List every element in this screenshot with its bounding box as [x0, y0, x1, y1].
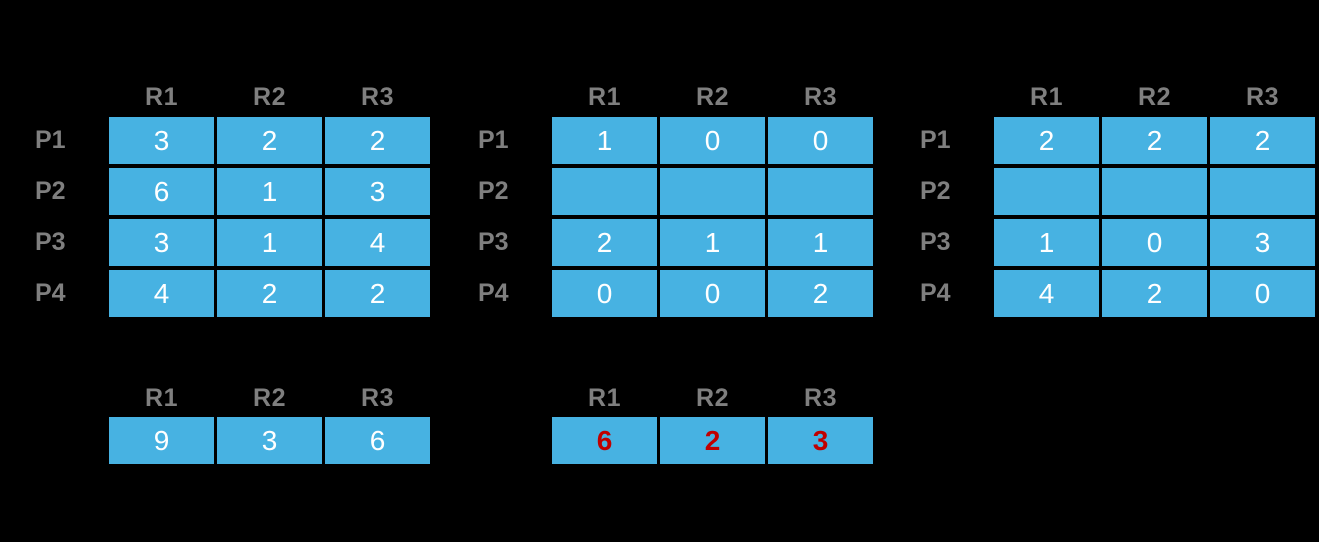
matrix-cell: 1	[217, 219, 322, 266]
column-header-r2: R2	[696, 83, 729, 111]
matrix-cell: 4	[325, 219, 430, 266]
matrix-cell: 2	[994, 117, 1099, 164]
column-header-r2: R2	[1138, 83, 1171, 111]
matrix-cell-highlighted: 6	[552, 417, 657, 464]
column-header-r3: R3	[804, 83, 837, 111]
matrix-top-middle: R1 R2 R3 P1 1 0 0 P2 P3 2 1 1 P4 0 0 2	[473, 82, 873, 317]
matrix-bottom-left: R1 R2 R3 9 3 6	[30, 383, 430, 464]
matrix-cell: 4	[109, 270, 214, 317]
matrix-cell: 3	[325, 168, 430, 215]
column-header-r2: R2	[253, 83, 286, 111]
matrix-top-left: R1 R2 R3 P1 3 2 2 P2 6 1 3 P3 3 1 4 P4 4…	[30, 82, 430, 317]
matrix-cell: 1	[768, 219, 873, 266]
matrix-cell-highlighted: 3	[768, 417, 873, 464]
row-label-p1: P1	[35, 126, 66, 154]
matrix-cell: 2	[325, 270, 430, 317]
matrix-cell: 2	[217, 117, 322, 164]
row-label-p2: P2	[478, 177, 509, 205]
matrix-top-right: R1 R2 R3 P1 2 2 2 P2 P3 1 0 3 P4 4 2 0	[915, 82, 1315, 317]
matrix-cell-empty	[1102, 168, 1207, 215]
row-label-p2: P2	[35, 177, 66, 205]
matrix-cell: 2	[768, 270, 873, 317]
matrix-cell: 1	[217, 168, 322, 215]
matrix-cell: 2	[325, 117, 430, 164]
column-header-r3: R3	[361, 383, 394, 412]
column-header-r3: R3	[804, 383, 837, 412]
column-header-r1: R1	[145, 383, 178, 412]
matrix-cell-empty	[1210, 168, 1315, 215]
column-header-r1: R1	[1030, 83, 1063, 111]
matrix-cell: 0	[1102, 219, 1207, 266]
matrix-cell: 0	[768, 117, 873, 164]
row-label-p4: P4	[35, 279, 66, 307]
matrix-cell: 0	[552, 270, 657, 317]
row-label-p4: P4	[920, 279, 951, 307]
row-label-p4: P4	[478, 279, 509, 307]
column-header-r1: R1	[588, 383, 621, 412]
matrix-cell: 2	[1102, 117, 1207, 164]
matrix-cell: 3	[217, 417, 322, 464]
row-label-p3: P3	[478, 228, 509, 256]
matrix-cell: 1	[660, 219, 765, 266]
corner-spacer	[30, 383, 106, 413]
matrix-cell: 1	[994, 219, 1099, 266]
corner-spacer	[915, 82, 991, 113]
row-label-blank	[473, 417, 549, 464]
column-header-r2: R2	[696, 383, 729, 412]
row-label-p3: P3	[35, 228, 66, 256]
row-label-p3: P3	[920, 228, 951, 256]
matrix-cell: 3	[109, 117, 214, 164]
matrix-cell: 0	[1210, 270, 1315, 317]
row-label-p2: P2	[920, 177, 951, 205]
matrix-bottom-middle: R1 R2 R3 6 2 3	[473, 383, 873, 464]
row-label-blank	[30, 417, 106, 464]
matrix-cell: 3	[109, 219, 214, 266]
matrix-cell: 0	[660, 117, 765, 164]
corner-spacer	[473, 383, 549, 413]
matrix-cell: 9	[109, 417, 214, 464]
corner-spacer	[473, 82, 549, 113]
column-header-r3: R3	[1246, 83, 1279, 111]
matrix-cell: 2	[552, 219, 657, 266]
matrix-cell: 0	[660, 270, 765, 317]
row-label-p1: P1	[478, 126, 509, 154]
matrix-cell: 6	[109, 168, 214, 215]
matrix-cell-empty	[768, 168, 873, 215]
corner-spacer	[30, 82, 106, 113]
matrix-cell-empty	[552, 168, 657, 215]
column-header-r3: R3	[361, 83, 394, 111]
matrix-cell-highlighted: 2	[660, 417, 765, 464]
matrix-cell: 2	[217, 270, 322, 317]
column-header-r1: R1	[145, 83, 178, 111]
matrix-cell: 1	[552, 117, 657, 164]
matrix-cell: 6	[325, 417, 430, 464]
column-header-r1: R1	[588, 83, 621, 111]
matrix-cell: 3	[1210, 219, 1315, 266]
column-header-r2: R2	[253, 383, 286, 412]
matrix-cell: 4	[994, 270, 1099, 317]
matrix-cell: 2	[1210, 117, 1315, 164]
matrix-cell: 2	[1102, 270, 1207, 317]
matrix-cell-empty	[660, 168, 765, 215]
matrix-cell-empty	[994, 168, 1099, 215]
row-label-p1: P1	[920, 126, 951, 154]
